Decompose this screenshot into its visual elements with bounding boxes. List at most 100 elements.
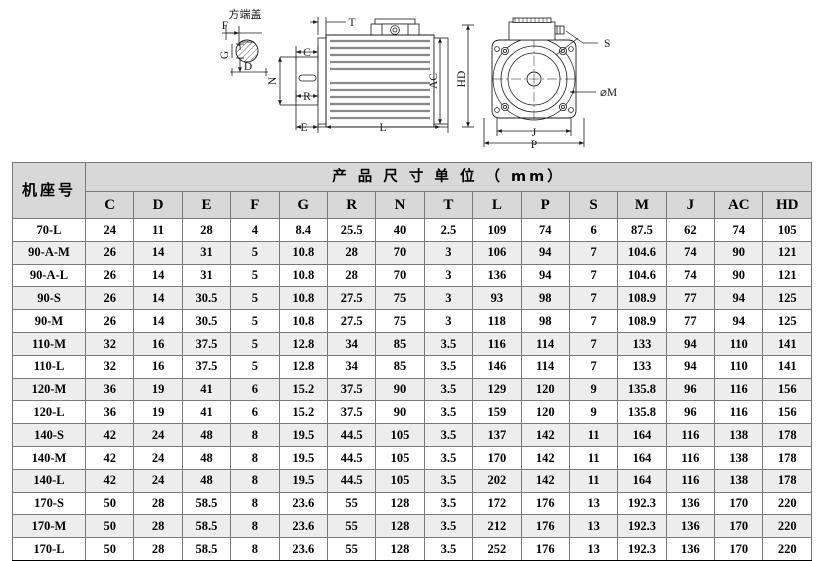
cell-N: 105 xyxy=(375,423,425,447)
cell-M: 135.8 xyxy=(617,400,667,425)
cell-M: 104.6 xyxy=(617,263,667,288)
cell-E: 37.5 xyxy=(181,331,232,356)
cell-C: 24 xyxy=(84,218,135,242)
cell-HD: 105 xyxy=(762,218,812,242)
cell-G: 15.2 xyxy=(278,400,328,425)
cell-J: 74 xyxy=(665,263,716,288)
cell-P: 142 xyxy=(520,423,570,447)
cell-AC: 170 xyxy=(714,537,764,561)
cell-G: 23.6 xyxy=(278,491,328,516)
label-L: L xyxy=(379,122,386,134)
cell-L: 118 xyxy=(472,309,522,333)
cell-M: 133 xyxy=(617,331,667,356)
label-R: R xyxy=(303,91,311,103)
cell-J: 96 xyxy=(665,377,716,402)
cell-C: 36 xyxy=(84,377,135,402)
cell-G: 23.6 xyxy=(278,537,328,561)
cell-E: 58.5 xyxy=(181,491,232,516)
cell-HD: 156 xyxy=(762,377,812,402)
cell-T: 3 xyxy=(423,263,474,288)
cell-M: 164 xyxy=(617,445,667,470)
label-S: S xyxy=(604,38,610,50)
cell-AC: 138 xyxy=(714,423,764,447)
cell-E: 58.5 xyxy=(181,514,232,539)
cell-E: 30.5 xyxy=(181,309,232,333)
cell-P: 142 xyxy=(520,468,570,493)
cell-J: 74 xyxy=(665,240,716,265)
cell-T: 3 xyxy=(423,309,474,333)
column-header-HD: HD xyxy=(762,191,812,219)
cell-AC: 90 xyxy=(714,240,764,265)
cell-AC: 138 xyxy=(714,445,764,470)
cell-AC: 90 xyxy=(714,263,764,288)
cell-N: 40 xyxy=(375,218,425,242)
cell-T: 3.5 xyxy=(423,445,474,470)
cell-AC: 94 xyxy=(714,309,764,333)
cell-C: 26 xyxy=(84,309,135,333)
cell-S: 7 xyxy=(568,309,619,333)
cell-E: 58.5 xyxy=(181,537,232,561)
cell-T: 3.5 xyxy=(423,514,474,539)
cell-S: 9 xyxy=(568,400,619,425)
column-header-G: G xyxy=(278,191,328,219)
cell-L: 212 xyxy=(472,514,522,539)
cell-C: 26 xyxy=(84,286,135,311)
cell-N: 75 xyxy=(375,309,425,333)
cell-N: 90 xyxy=(375,400,425,425)
cell-D: 14 xyxy=(133,263,183,288)
cell-C: 42 xyxy=(84,468,135,493)
cell-E: 48 xyxy=(181,468,232,493)
cell-S: 6 xyxy=(568,218,619,242)
cell-G: 23.6 xyxy=(278,514,328,539)
technical-drawing: 方端盖 F G D T C N R E L AC HD S ⌀M J P xyxy=(0,0,826,155)
cell-S: 7 xyxy=(568,263,619,288)
cell-G: 10.8 xyxy=(278,309,328,333)
cell-J: 116 xyxy=(665,423,716,447)
cell-J: 136 xyxy=(665,514,716,539)
cell-G: 12.8 xyxy=(278,354,328,379)
cell-F: 6 xyxy=(230,400,280,425)
cell-R: 44.5 xyxy=(326,423,377,447)
cell-J: 96 xyxy=(665,400,716,425)
cell-M: 192.3 xyxy=(617,514,667,539)
cell-L: 252 xyxy=(472,537,522,561)
product-dimension-table: 机座号 产 品 尺 寸 单 位 （ mm） C D E F G R N T L … xyxy=(12,162,812,561)
cell-N: 128 xyxy=(375,491,425,516)
cell-T: 3.5 xyxy=(423,468,474,493)
cell-D: 24 xyxy=(133,423,183,447)
cell-T: 3.5 xyxy=(423,491,474,516)
cell-F: 6 xyxy=(230,377,280,402)
cell-R: 34 xyxy=(326,331,377,356)
column-header-AC: AC xyxy=(714,191,764,219)
table-head: 机座号 产 品 尺 寸 单 位 （ mm） C D E F G R N T L … xyxy=(12,162,812,219)
cell-S: 7 xyxy=(568,331,619,356)
column-header-R: R xyxy=(326,191,377,219)
cell-M: 87.5 xyxy=(617,218,667,242)
cell-N: 70 xyxy=(375,240,425,265)
cell-T: 3.5 xyxy=(423,331,474,356)
cell-C: 36 xyxy=(84,400,135,425)
spec-table-container: 机座号 产 品 尺 寸 单 位 （ mm） C D E F G R N T L … xyxy=(12,162,812,561)
cell-C: 32 xyxy=(84,331,135,356)
cell-N: 105 xyxy=(375,445,425,470)
cell-J: 116 xyxy=(665,468,716,493)
cell-C: 42 xyxy=(84,423,135,447)
cell-M: 164 xyxy=(617,423,667,447)
cell-R: 28 xyxy=(326,263,377,288)
cell-HD: 156 xyxy=(762,400,812,425)
cell-D: 28 xyxy=(133,514,183,539)
cell-P: 176 xyxy=(520,514,570,539)
cell-S: 11 xyxy=(568,468,619,493)
cell-HD: 125 xyxy=(762,309,812,333)
column-header-N: N xyxy=(375,191,425,219)
cell-AC: 138 xyxy=(714,468,764,493)
cell-AC: 110 xyxy=(714,331,764,356)
cell-S: 9 xyxy=(568,377,619,402)
frame-size-cell: 110-L xyxy=(12,354,86,379)
cell-J: 136 xyxy=(665,491,716,516)
